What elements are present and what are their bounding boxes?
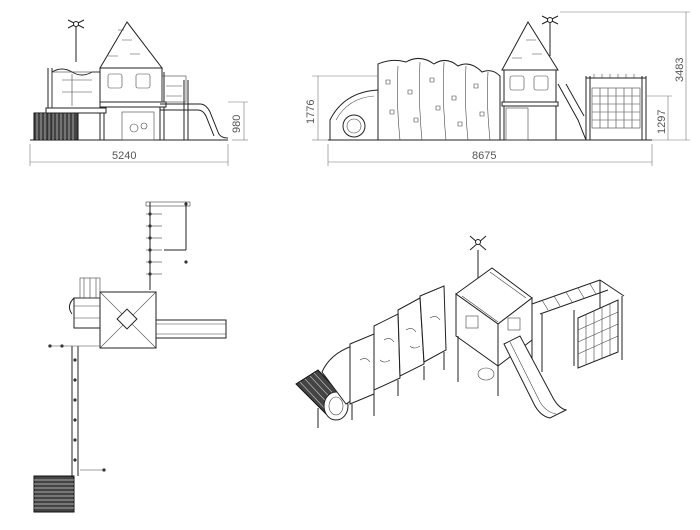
iso-climbing-wall [317,285,447,428]
side-elevation-view: 1776 3483 1297 8675 [305,11,690,166]
dimension-side-height-total: 3483 [674,58,686,82]
front-elevation-view: 980 5240 [29,19,248,166]
dimension-side-height-left: 1776 [305,100,317,124]
isometric-view [295,235,625,428]
dimension-front-height: 980 [231,115,243,133]
dimension-side-height-right: 1297 [656,110,668,134]
iso-monkey-bars [531,279,625,372]
plan-view [33,201,227,513]
dimension-front-width: 5240 [112,150,136,162]
dimension-side-width: 8675 [472,150,496,162]
front-tunnel [33,112,79,141]
iso-slide [503,335,568,419]
